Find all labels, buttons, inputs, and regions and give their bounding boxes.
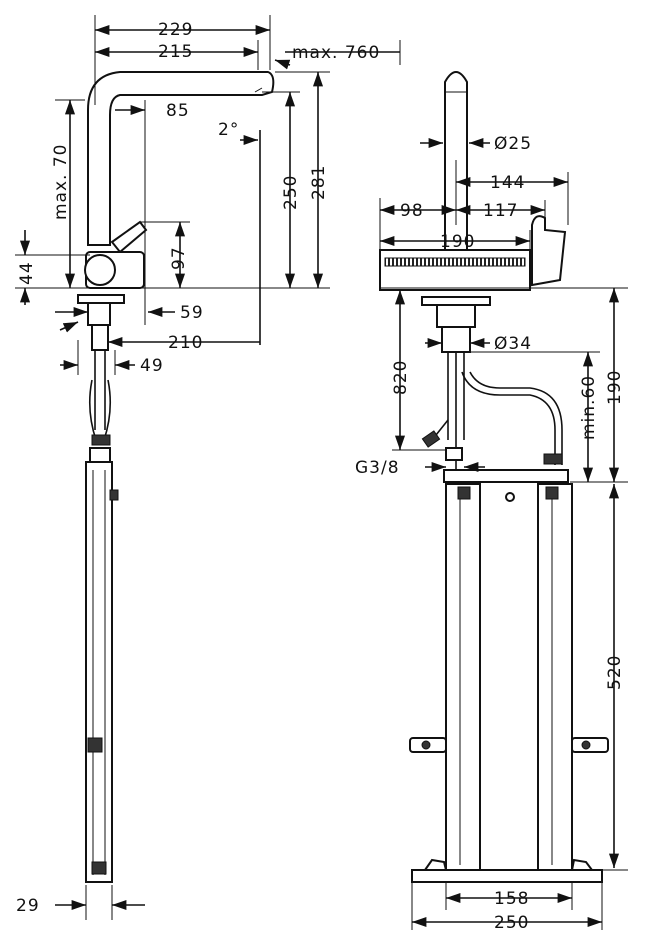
front-view-faucet: [379, 71, 609, 883]
side-view-faucet: [77, 71, 275, 883]
dim-215: 215: [158, 42, 193, 62]
dim-210: 210: [168, 333, 203, 353]
dim-281: 281: [309, 165, 329, 200]
dim-190-side: 190: [605, 370, 625, 405]
dim-229: 229: [158, 20, 193, 40]
dim-29: 29: [16, 896, 40, 916]
dim-250-bottom: 250: [494, 913, 529, 933]
dim-144: 144: [490, 173, 525, 193]
dim-max-760: max. 760: [292, 43, 380, 63]
dim-min-60: min.60: [579, 375, 599, 440]
dim-250: 250: [281, 175, 301, 210]
dim-190-top: 190: [440, 232, 475, 252]
side-view-labels: 229 215 max. 760 85 2° 250 281 max. 70 9…: [16, 20, 380, 916]
dim-diameter-34: Ø34: [494, 334, 532, 354]
dim-85: 85: [166, 101, 190, 121]
front-view-dimensions: [379, 137, 628, 930]
dim-520: 520: [605, 655, 625, 690]
dim-angle-2: 2°: [218, 120, 239, 140]
dim-diameter-25: Ø25: [494, 134, 532, 154]
dim-44: 44: [17, 261, 37, 285]
dim-820: 820: [391, 360, 411, 395]
dim-49: 49: [140, 356, 164, 376]
side-view-dimensions: [15, 15, 401, 920]
dim-158: 158: [494, 889, 529, 909]
dim-117: 117: [483, 201, 518, 221]
dim-98: 98: [400, 201, 424, 221]
dim-thread-g38: G3/8: [355, 458, 400, 478]
front-view-labels: Ø25 144 98 117 190 Ø34 820 min.60 190 G3…: [355, 134, 625, 933]
dim-max-70: max. 70: [51, 144, 71, 220]
dim-97: 97: [169, 246, 189, 270]
dim-59: 59: [180, 303, 204, 323]
